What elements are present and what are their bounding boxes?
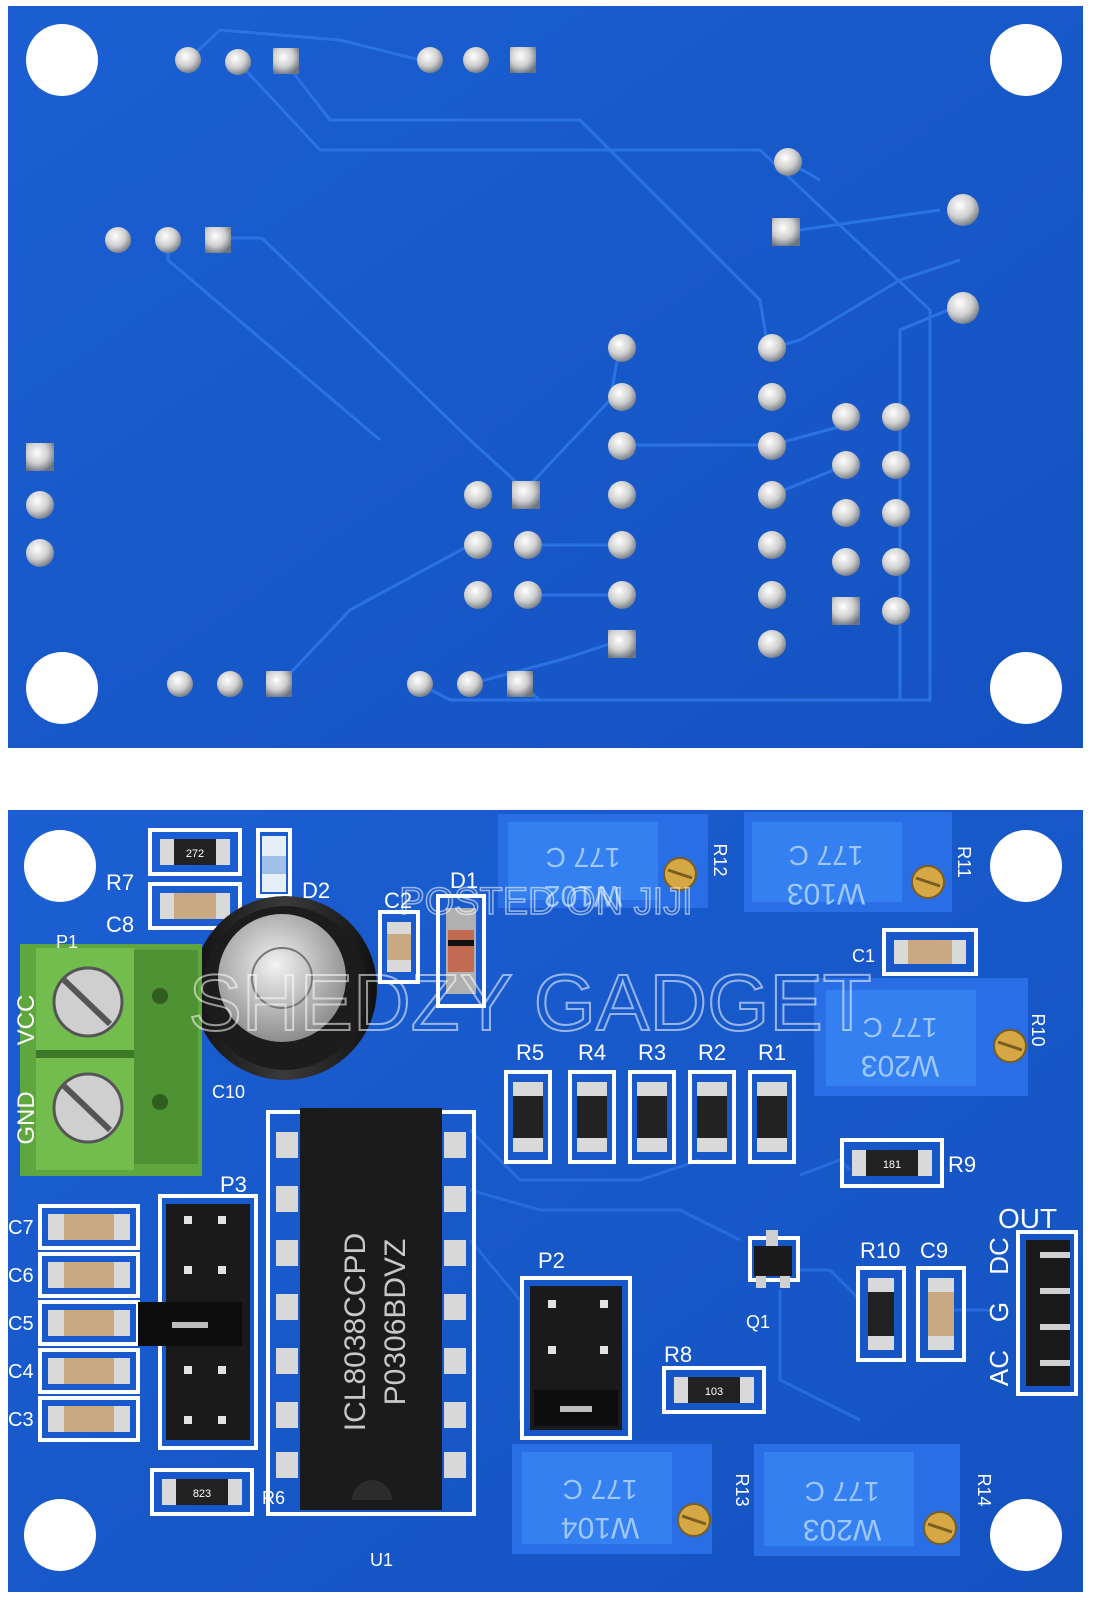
label-r6: R6 [262, 1488, 285, 1508]
diode-d1 [446, 908, 476, 994]
silkscreen-outlines [38, 828, 1078, 1516]
capacitor-c1 [894, 940, 966, 964]
label-c4: C4 [8, 1361, 34, 1383]
label-d1: D1 [450, 868, 478, 893]
mounting-hole [24, 830, 96, 902]
smd-code: 103 [705, 1386, 723, 1398]
mounting-hole [26, 24, 98, 96]
label-r14: R14 [974, 1473, 994, 1506]
label-c10: C10 [212, 1082, 245, 1102]
trimmer-pot-r11[interactable]: 177 C W103 [744, 812, 952, 912]
pot-code: 177 C [546, 842, 621, 873]
label-c2: C2 [384, 888, 412, 913]
pot-code: 177 C [563, 1474, 638, 1505]
silkscreen-labels: R7 C8 D2 C2 D1 P1 VCC GND C10 R5 R4 R3 R… [8, 843, 1057, 1570]
pot-code: 177 C [863, 1012, 938, 1043]
pcb-front-board: 272 [8, 810, 1083, 1592]
pot-value: W102 [544, 879, 622, 912]
pot-value: W203 [803, 1513, 881, 1546]
watermark-line1: POSTED ON JIJI [399, 881, 692, 923]
label-dc: DC [984, 1237, 1014, 1275]
resistor-r8: 103 [674, 1377, 754, 1403]
label-u1: U1 [370, 1550, 393, 1570]
pcb-back-board [8, 6, 1083, 748]
label-p3: P3 [220, 1172, 247, 1197]
label-r5: R5 [516, 1040, 544, 1065]
smd-code: 272 [186, 848, 204, 860]
label-q1: Q1 [746, 1312, 770, 1332]
resistor-r9: 181 [852, 1150, 932, 1176]
label-r7: R7 [106, 870, 134, 895]
pot-value: W104 [561, 1511, 639, 1544]
label-p1: P1 [56, 932, 78, 952]
mounting-hole [990, 1499, 1062, 1571]
solder-pads [26, 47, 979, 697]
label-r8: R8 [664, 1342, 692, 1367]
label-d2: D2 [302, 878, 330, 903]
mounting-hole [990, 830, 1062, 902]
chip-marking-line2: P0306BDVZ [379, 1239, 412, 1406]
pot-value: W103 [787, 877, 865, 910]
resistor-row [513, 1082, 787, 1152]
capacitor-column [48, 1214, 130, 1432]
pot-code: 177 C [805, 1476, 880, 1507]
label-c8: C8 [106, 912, 134, 937]
label-gnd: GND [13, 1091, 40, 1144]
label-c6: C6 [8, 1265, 34, 1287]
pin-header-p3 [138, 1204, 250, 1440]
capacitor-c2 [387, 922, 411, 972]
capacitor-c9 [928, 1278, 954, 1350]
label-vcc: VCC [13, 995, 40, 1046]
trimmer-pot-r14[interactable]: 177 C W203 [754, 1444, 960, 1556]
label-c5: C5 [8, 1313, 34, 1335]
mounting-hole [990, 652, 1062, 724]
label-r10-pot: R10 [1028, 1013, 1048, 1046]
label-r11: R11 [954, 846, 974, 878]
pot-code: 177 C [789, 840, 864, 871]
resistor-r6: 823 [162, 1479, 242, 1505]
smd-code: 181 [883, 1159, 901, 1171]
label-r13: R13 [732, 1473, 752, 1506]
mounting-hole [990, 24, 1062, 96]
label-c1: C1 [852, 946, 875, 966]
trimmer-pot-r10[interactable]: 177 C W203 [814, 978, 1028, 1096]
mounting-hole [26, 652, 98, 724]
resistor-r7: 272 [160, 839, 230, 865]
label-c7: C7 [8, 1217, 34, 1239]
label-r12: R12 [710, 843, 730, 876]
electrolytic-capacitor-c10 [193, 896, 377, 1080]
label-r3: R3 [638, 1040, 666, 1065]
label-c3: C3 [8, 1409, 34, 1431]
label-r2: R2 [698, 1040, 726, 1065]
label-out: OUT [998, 1203, 1057, 1234]
smd-code: 823 [193, 1488, 211, 1500]
screw-terminal-p1 [20, 944, 202, 1176]
label-r10: R10 [860, 1238, 900, 1263]
ic-icl8038: ICL8038CCPD P0306BDVZ [276, 1108, 466, 1510]
trimmer-pot-r12[interactable]: 177 C W102 [498, 814, 708, 912]
trimmer-pot-r13[interactable]: 177 C W104 [512, 1444, 712, 1554]
watermark-line2: SHEDZY GADGET [188, 958, 871, 1047]
label-r9: R9 [948, 1152, 976, 1177]
label-ac: AC [984, 1350, 1014, 1386]
label-c9: C9 [920, 1238, 948, 1263]
watermark: POSTED ON JIJI SHEDZY GADGET [187, 880, 872, 1048]
resistor-r10 [868, 1278, 894, 1350]
led-d2 [262, 836, 286, 892]
transistor-q1 [754, 1230, 792, 1288]
label-r1: R1 [758, 1040, 786, 1065]
pot-value: W203 [861, 1049, 939, 1082]
label-p2: P2 [538, 1248, 565, 1273]
capacitor-c8 [160, 893, 230, 919]
smd-components: 272 [48, 836, 966, 1505]
label-r4: R4 [578, 1040, 606, 1065]
mounting-hole [24, 1499, 96, 1571]
pin-header-p2 [530, 1286, 622, 1430]
label-g: G [984, 1302, 1014, 1322]
output-header [1026, 1240, 1070, 1386]
chip-marking-line1: ICL8038CCPD [339, 1233, 372, 1431]
